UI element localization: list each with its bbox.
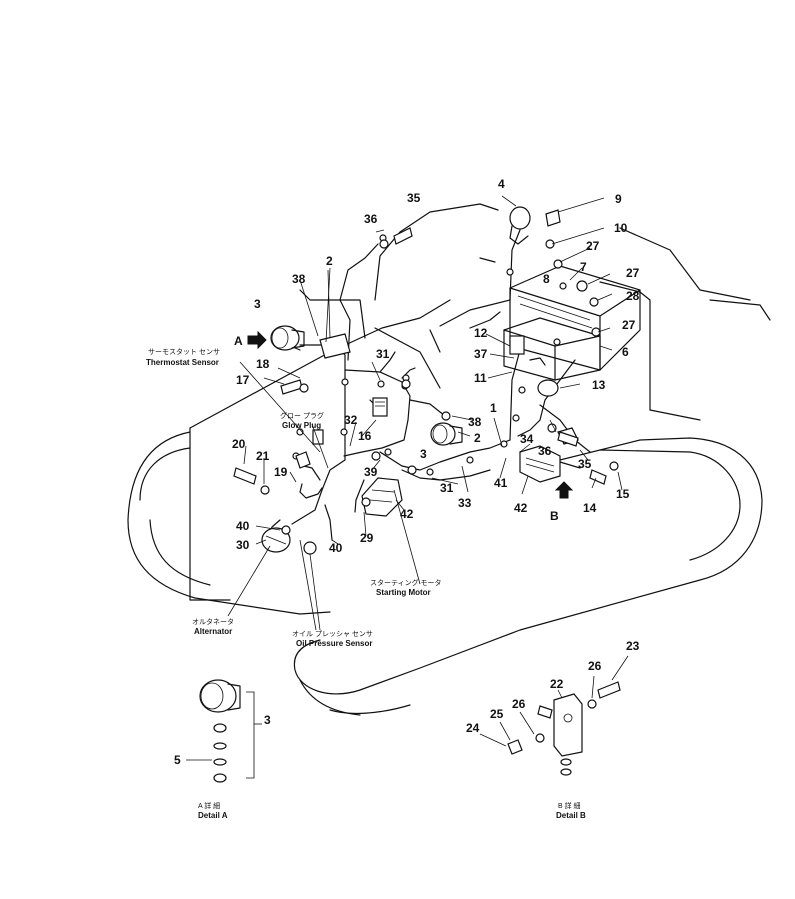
callout-38-left: 38 [292, 272, 306, 286]
callout-41: 41 [494, 476, 508, 490]
callout-10: 10 [614, 221, 628, 235]
machine-body-outline [127, 203, 771, 716]
switch-block-42 [519, 445, 561, 483]
callout-42-left: 42 [400, 507, 414, 521]
callout-18: 18 [256, 357, 270, 371]
callout-27-a: 27 [586, 239, 600, 253]
callout-19: 19 [274, 465, 288, 479]
callout-40-left: 40 [236, 519, 250, 533]
leader-lines [227, 195, 623, 631]
detail-a: A 詳 細 Detail A [186, 679, 262, 820]
callout-27-c: 27 [622, 318, 636, 332]
callout-16: 16 [358, 429, 372, 443]
glow-plug-caption-jp: グロー プラグ [280, 411, 324, 420]
alternator-30 [261, 527, 291, 553]
callout-35-right: 35 [578, 457, 592, 471]
view-b-arrow: B [550, 481, 574, 523]
battery-box [503, 265, 641, 381]
callout-17: 17 [236, 373, 250, 387]
work-lamp-left [270, 325, 305, 351]
callout-37: 37 [474, 347, 488, 361]
callout-15: 15 [616, 487, 630, 501]
callout-9: 9 [615, 192, 622, 206]
callout-27-b: 27 [626, 266, 640, 280]
horn-13 [537, 379, 559, 397]
work-lamp-top [509, 206, 531, 245]
callout-40-right: 40 [329, 541, 343, 555]
glow-plug [312, 429, 324, 445]
callout-33: 33 [458, 496, 472, 510]
callout-20: 20 [232, 437, 246, 451]
callout-22: 22 [550, 677, 564, 691]
detail-b: B 詳 細 Detail B [479, 655, 629, 820]
glow-plug-caption: Glow Plug [282, 421, 321, 430]
callout-25: 25 [490, 707, 504, 721]
captions: サーモスタット センサ Thermostat Sensor グロー プラグ Gl… [146, 347, 442, 648]
view-a-arrow: A [234, 330, 267, 350]
hardware [233, 209, 619, 535]
callout-24: 24 [466, 721, 480, 735]
starting-motor-caption-jp: スターティング モータ [370, 578, 442, 587]
callout-35-top: 35 [407, 191, 421, 205]
callouts: 36 35 2 38 3 4 9 10 27 7 8 27 28 27 6 12… [174, 177, 640, 767]
starting-motor-caption: Starting Motor [376, 588, 431, 597]
callout-36-top: 36 [364, 212, 378, 226]
thermostat-caption: Thermostat Sensor [146, 358, 219, 367]
detail-a-caption: Detail A [198, 811, 228, 820]
callout-6: 6 [622, 345, 629, 359]
detail-b-caption-jp: B 詳 細 [558, 801, 581, 810]
oil-pressure-sensor [303, 541, 317, 555]
callout-3-left: 3 [254, 297, 261, 311]
callout-31-bottom: 31 [440, 481, 454, 495]
callout-2-center: 2 [474, 431, 481, 445]
callout-13: 13 [592, 378, 606, 392]
view-b-label: B [550, 509, 559, 523]
detail-b-caption: Detail B [556, 811, 586, 820]
callout-26-left: 26 [512, 697, 526, 711]
callout-5: 5 [174, 753, 181, 767]
relay-12 [509, 335, 525, 355]
callout-26-right: 26 [588, 659, 602, 673]
callout-34: 34 [520, 432, 534, 446]
callout-12: 12 [474, 326, 488, 340]
callout-2-top: 2 [326, 254, 333, 268]
work-lamp-center [430, 422, 463, 446]
callout-42-right: 42 [514, 501, 528, 515]
callout-36-right: 36 [538, 444, 552, 458]
detail-a-caption-jp: A 詳 細 [198, 801, 220, 810]
callout-21: 21 [256, 449, 270, 463]
relay-16 [372, 397, 388, 417]
oil-pressure-caption-jp: オイル プレッシャ センサ [292, 630, 373, 638]
callout-1: 1 [490, 401, 497, 415]
oil-pressure-caption: Oil Pressure Sensor [296, 639, 372, 648]
callout-3-detail: 3 [264, 713, 271, 727]
alternator-caption-jp: オルタネータ [192, 617, 234, 626]
callout-28: 28 [626, 289, 640, 303]
callout-8: 8 [543, 272, 550, 286]
callout-4: 4 [498, 177, 505, 191]
alternator-caption: Alternator [194, 627, 232, 636]
thermostat-sensor [295, 451, 311, 469]
callout-7: 7 [580, 260, 587, 274]
callout-30: 30 [236, 538, 250, 552]
callout-23: 23 [626, 639, 640, 653]
callout-3-center: 3 [420, 447, 427, 461]
starting-motor [361, 477, 403, 517]
callout-11: 11 [474, 371, 487, 385]
bracket-2 [319, 333, 351, 359]
callout-38-center: 38 [468, 415, 482, 429]
callout-39: 39 [364, 465, 378, 479]
callout-29: 29 [360, 531, 374, 545]
view-a-label: A [234, 334, 243, 348]
callout-32: 32 [344, 413, 358, 427]
thermostat-caption-jp: サーモスタット センサ [148, 347, 220, 356]
callout-14: 14 [583, 501, 597, 515]
callout-31-top: 31 [376, 347, 390, 361]
